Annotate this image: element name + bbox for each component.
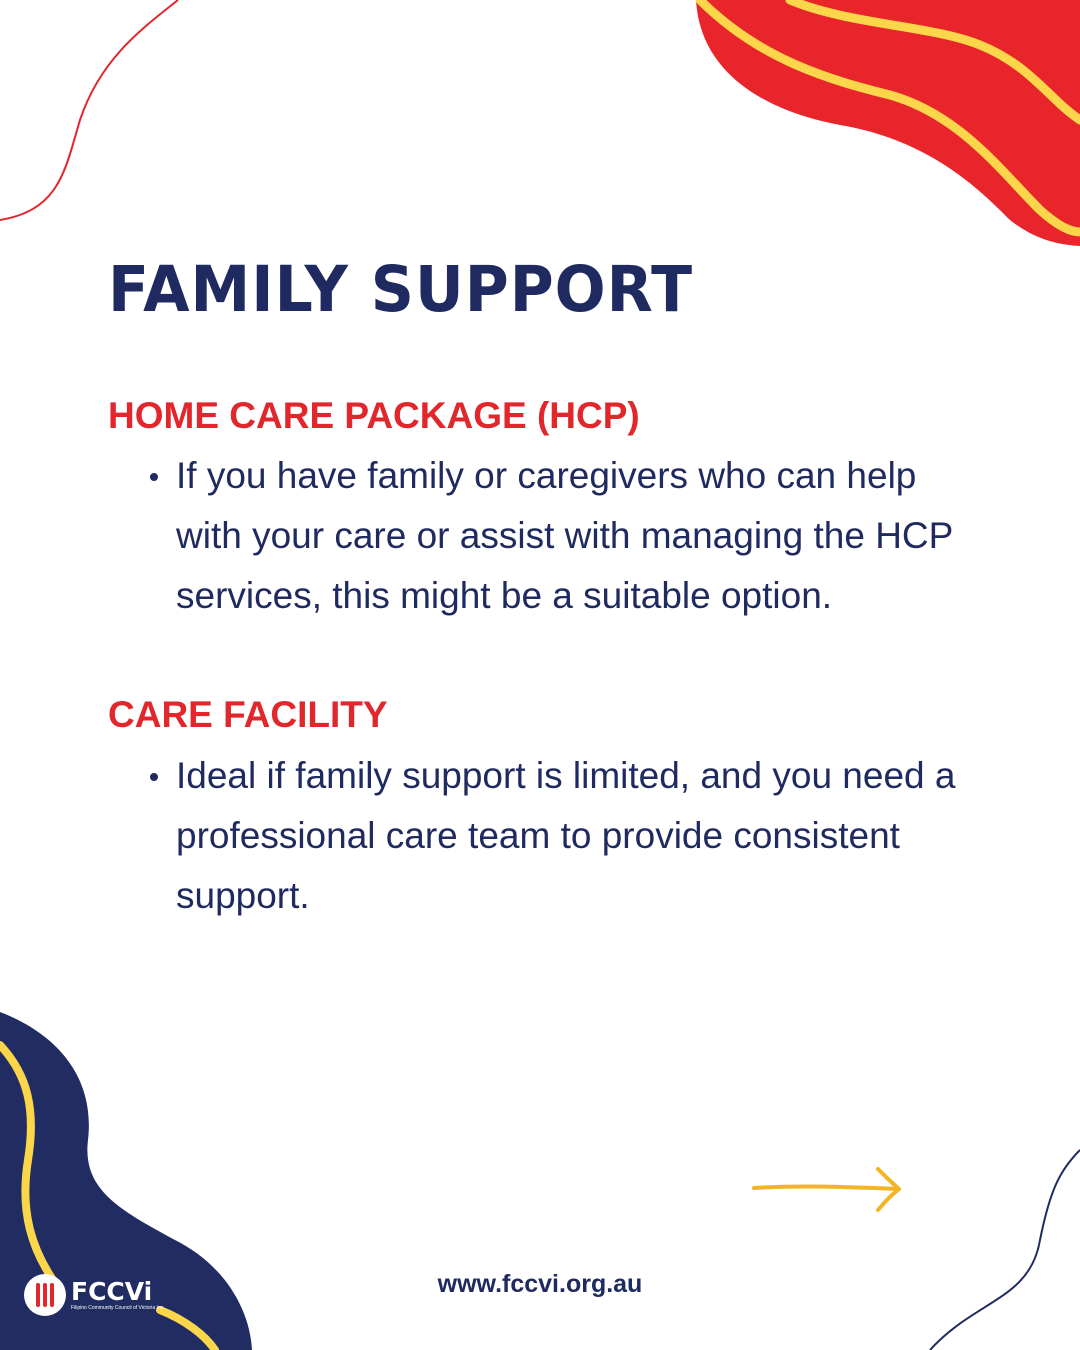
- website-link[interactable]: www.fccvi.org.au: [437, 1270, 643, 1298]
- top-right-red-wave: [696, 0, 1080, 246]
- list-item: Ideal if family support is limited, and …: [148, 746, 968, 926]
- list-item: If you have family or caregivers who can…: [148, 446, 968, 626]
- section-heading-care-facility: CARE FACILITY: [108, 694, 388, 735]
- top-left-curve-line: [0, 0, 179, 221]
- section-heading-hcp: HOME CARE PACKAGE (HCP): [108, 395, 640, 436]
- fccvi-logo-icon: [24, 1274, 66, 1316]
- hcp-bullet-list: If you have family or caregivers who can…: [148, 446, 968, 626]
- bullet-dot-icon: [150, 773, 158, 781]
- bottom-left-yellow-stripe-2: [156, 1306, 219, 1350]
- right-arrow-icon[interactable]: [750, 1165, 905, 1215]
- bullet-text: Ideal if family support is limited, and …: [176, 755, 956, 916]
- page-title: FAMILY SUPPORT: [108, 253, 694, 327]
- top-right-yellow-stripe-1: [695, 0, 1080, 237]
- bottom-right-curve-line: [929, 1149, 1080, 1350]
- fccvi-logo: FCCVi Filipino Community Council of Vict…: [24, 1274, 165, 1316]
- bottom-left-yellow-stripe-1: [0, 1041, 64, 1294]
- bullet-dot-icon: [150, 473, 158, 481]
- care-facility-bullet-list: Ideal if family support is limited, and …: [148, 746, 968, 926]
- logo-tagline: Filipino Community Council of Victoria I…: [71, 1304, 165, 1311]
- bullet-text: If you have family or caregivers who can…: [176, 455, 953, 616]
- logo-text: FCCVi Filipino Community Council of Vict…: [71, 1276, 165, 1312]
- top-right-yellow-stripe-2: [785, 0, 1080, 125]
- logo-name: FCCVi: [71, 1276, 153, 1306]
